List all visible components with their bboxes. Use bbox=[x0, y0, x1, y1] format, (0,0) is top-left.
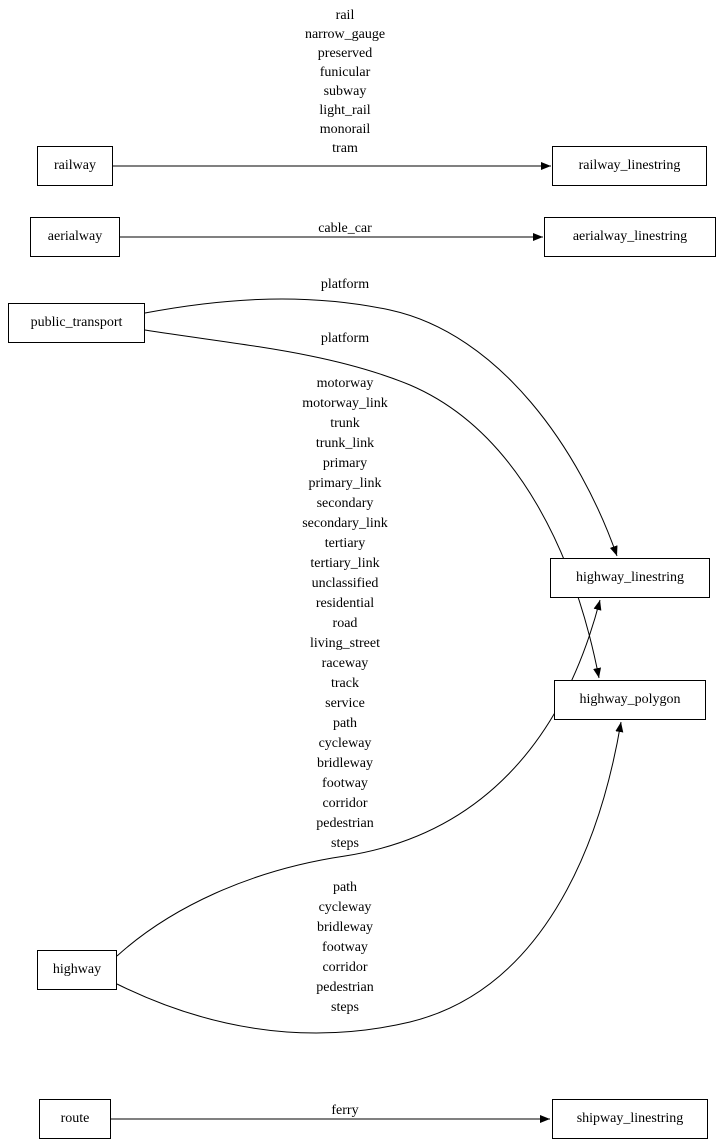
node-highway-linestring: highway_linestring bbox=[550, 558, 710, 598]
edge-highway-to-highway-polygon bbox=[116, 721, 624, 1034]
node-railway-linestring: railway_linestring bbox=[552, 146, 707, 186]
edge-label-route-values: ferry bbox=[331, 1103, 359, 1118]
edge-label-highway-linestring-values: motorway motorway_link trunk trunk_link … bbox=[302, 376, 388, 851]
edge-public-transport-to-highway-linestring bbox=[144, 298, 618, 557]
node-railway: railway bbox=[37, 146, 113, 186]
node-aerialway-linestring: aerialway_linestring bbox=[544, 217, 716, 257]
node-public-transport: public_transport bbox=[8, 303, 145, 343]
edge-label-public-transport-linestring-values: platform bbox=[320, 277, 370, 292]
edge-label-highway-polygon-values: path cycleway bridleway footway corridor… bbox=[316, 880, 374, 1015]
node-aerialway: aerialway bbox=[30, 217, 120, 257]
edge-label-public-transport-polygon-values: platform bbox=[320, 331, 370, 346]
edge-label-aerialway-values: cable_car bbox=[318, 221, 372, 236]
node-highway-polygon: highway_polygon bbox=[554, 680, 706, 720]
node-highway: highway bbox=[37, 950, 117, 990]
node-shipway-linestring: shipway_linestring bbox=[552, 1099, 708, 1139]
edge-label-railway-values: rail narrow_gauge preserved funicular su… bbox=[304, 8, 386, 156]
node-route: route bbox=[39, 1099, 111, 1139]
